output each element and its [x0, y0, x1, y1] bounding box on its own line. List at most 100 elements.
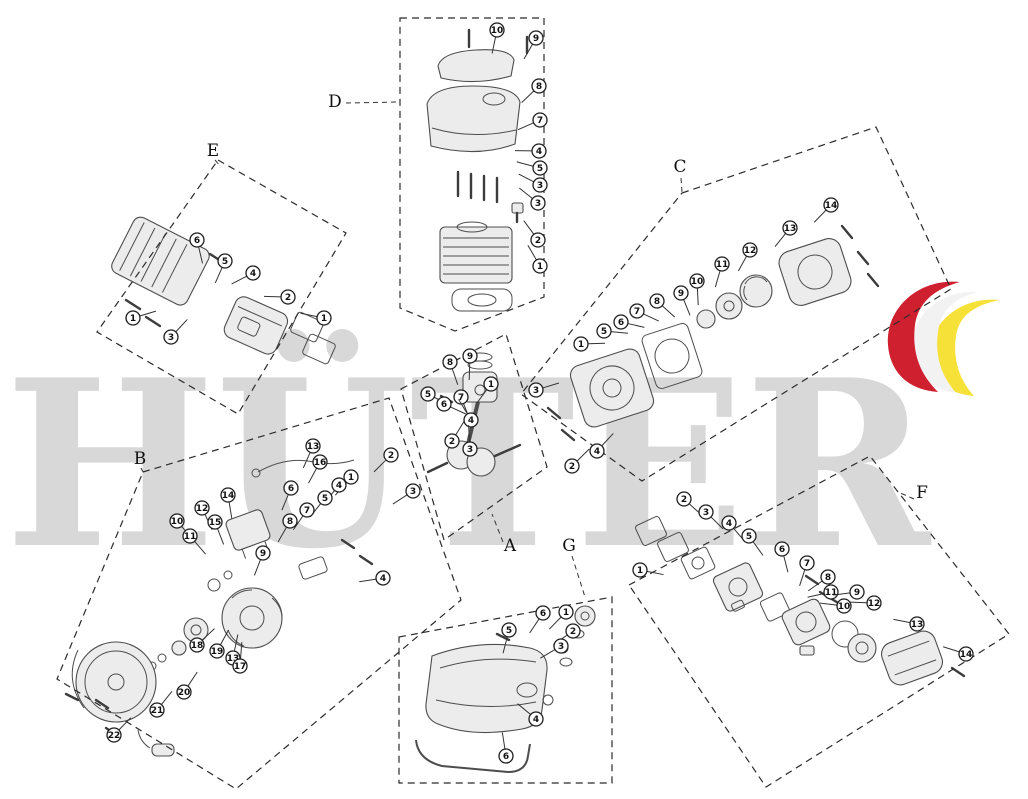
- callout-leader: [300, 312, 318, 318]
- callout-number: 11: [184, 532, 197, 542]
- callout-leader: [458, 399, 468, 415]
- callout-number: 2: [570, 627, 576, 637]
- callout-number: 14: [825, 201, 838, 211]
- callout-leader: [661, 305, 676, 318]
- section-outline-A: [400, 333, 548, 541]
- sketch-starter-handle: [137, 729, 175, 757]
- sketch-choke-knob: [799, 645, 815, 656]
- callout-C-4: [589, 443, 605, 459]
- callout-F-3: [698, 504, 714, 520]
- callout-D-2: [530, 232, 546, 248]
- callout-C-9: [673, 285, 689, 301]
- callout-leader: [476, 389, 488, 404]
- callout-leader: [187, 671, 198, 687]
- section-leader-D: [345, 101, 400, 104]
- callout-A-1: [483, 376, 499, 392]
- callout-number: 17: [234, 662, 247, 672]
- callout-leader: [516, 161, 534, 167]
- callout-B-9: [255, 545, 271, 561]
- section-leader-C: [680, 177, 683, 193]
- callout-number: 2: [388, 451, 394, 461]
- callout-G-5: [501, 622, 517, 638]
- callout-number: 5: [425, 390, 431, 400]
- section-outline-B: [56, 397, 462, 790]
- sketch-flywheel: [221, 587, 283, 649]
- callout-leader: [893, 618, 911, 624]
- callout-number: 1: [348, 473, 354, 483]
- callout-B-4: [331, 477, 347, 493]
- callout-number: 2: [449, 437, 455, 447]
- callout-number: 18: [191, 641, 204, 651]
- callout-number: 3: [703, 508, 709, 518]
- section-leader-G: [571, 555, 586, 598]
- callout-leader: [501, 732, 506, 750]
- callout-B-3: [405, 483, 421, 499]
- callout-leader: [833, 592, 851, 596]
- callout-number: 10: [491, 26, 504, 36]
- sketch-housing-bolts: [840, 224, 880, 288]
- callout-number: 9: [260, 549, 266, 559]
- callout-F-4: [721, 515, 737, 531]
- callout-number: 11: [716, 260, 729, 270]
- sketch-muffler: [223, 296, 289, 355]
- sketch-crankcase-bolts: [546, 406, 576, 442]
- callout-number: 6: [540, 609, 546, 619]
- sketch-cylinder: [439, 221, 513, 284]
- sketch-engine-top-cover: [426, 85, 521, 153]
- section-label-E: E: [207, 141, 219, 161]
- callout-B-6: [283, 480, 299, 496]
- callout-number: 5: [322, 494, 328, 504]
- callout-number: 6: [194, 236, 200, 246]
- callout-leader: [710, 516, 724, 530]
- callout-number: 3: [558, 642, 564, 652]
- callout-number: 7: [634, 307, 640, 317]
- callout-leader: [517, 703, 531, 715]
- callout-number: 2: [569, 462, 575, 472]
- callout-number: 14: [960, 650, 973, 660]
- section-outline-E: [96, 159, 347, 415]
- callout-leader: [118, 717, 132, 731]
- sketch-crankcase: [569, 348, 655, 428]
- callout-E-6: [189, 232, 205, 248]
- sketch-clutch-parts: [696, 274, 773, 329]
- callout-E-3: [163, 329, 179, 345]
- callout-number: 5: [537, 164, 543, 174]
- callout-number: 12: [868, 599, 881, 609]
- callout-leader: [518, 187, 533, 200]
- callout-C-7: [629, 303, 645, 319]
- callout-G-6: [498, 748, 514, 764]
- sketch-cylinder-screws: [456, 170, 499, 204]
- callout-F-6: [774, 541, 790, 557]
- callout-A-6: [436, 396, 452, 412]
- callout-C-14: [823, 197, 839, 213]
- callout-leader: [527, 245, 537, 261]
- callout-number: 4: [468, 416, 474, 426]
- callout-leader: [194, 540, 207, 555]
- callout-leader: [601, 433, 614, 447]
- callout-number: 8: [654, 297, 660, 307]
- section-label-D: D: [328, 92, 342, 112]
- callout-number: 3: [168, 333, 174, 343]
- callout-G-3: [553, 638, 569, 654]
- callout-number: 3: [533, 386, 539, 396]
- callout-leader: [281, 494, 289, 511]
- callout-number: 7: [304, 506, 310, 516]
- callout-leader: [783, 555, 789, 573]
- callout-leader: [587, 342, 606, 345]
- callout-number: 10: [838, 602, 851, 612]
- section-leader-B: [140, 467, 144, 473]
- callout-C-8: [649, 293, 665, 309]
- callout-number: 4: [380, 574, 386, 584]
- callout-C-5: [596, 323, 612, 339]
- callout-leader: [696, 287, 699, 305]
- callout-number: 3: [410, 487, 416, 497]
- callout-leader: [277, 526, 287, 543]
- callout-leader: [231, 275, 247, 285]
- callout-leader: [523, 220, 535, 235]
- callout-leader: [160, 690, 173, 705]
- callout-leader: [521, 90, 535, 103]
- callout-A-3: [462, 441, 478, 457]
- callout-C-1: [573, 336, 589, 352]
- callout-number: 3: [535, 199, 541, 209]
